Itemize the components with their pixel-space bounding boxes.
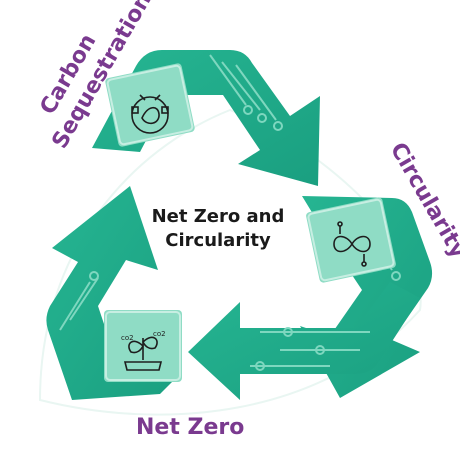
carbon-sequestration-icon xyxy=(105,63,195,147)
circular-economy-icon xyxy=(306,197,396,283)
arrow-bottom xyxy=(188,282,420,400)
svg-text:co2: co2 xyxy=(153,330,166,338)
label-net-zero: Net Zero xyxy=(136,415,244,440)
svg-text:co2: co2 xyxy=(121,334,134,342)
center-title-line1: Net Zero and xyxy=(152,206,285,227)
arrow-left xyxy=(46,186,181,400)
center-title-line2: Circularity xyxy=(165,230,271,251)
plant-growth-icon: co2 co2 xyxy=(104,310,182,382)
